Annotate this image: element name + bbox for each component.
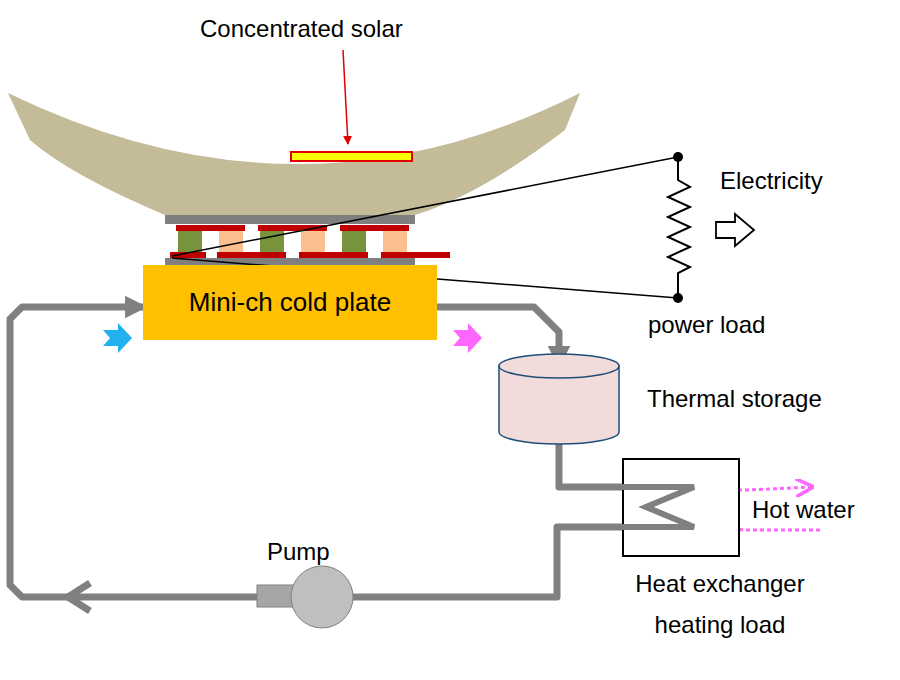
wire <box>172 157 678 256</box>
solar-dish <box>8 93 580 215</box>
pipe-connector <box>353 527 622 597</box>
storage-tank <box>497 352 621 447</box>
solar-receiver <box>291 152 412 161</box>
pipe-connector <box>10 307 257 597</box>
pipe-connector <box>559 440 622 487</box>
exchanger-box <box>622 458 742 558</box>
pump: Pump <box>245 538 375 630</box>
node-label: Heat exchanger heating load <box>610 564 830 646</box>
outlet-arrow <box>453 323 482 353</box>
resistor-symbol <box>668 157 690 298</box>
node-label: Mini-ch cold plate <box>189 287 391 318</box>
callout-label: Concentrated solar <box>200 16 403 42</box>
thermoelectric-module <box>165 215 450 267</box>
inlet-arrow <box>103 323 132 353</box>
thermal-storage: Thermal storage <box>497 352 867 447</box>
output-arrow <box>716 214 754 246</box>
node-label: Thermal storage <box>647 385 822 413</box>
output-label: Hot water <box>752 497 855 523</box>
output-label: Electricity <box>720 168 823 194</box>
node-label: Pump <box>267 538 330 566</box>
cold-plate-box: Mini-ch cold plate <box>143 265 437 340</box>
load-label: power load <box>648 312 765 338</box>
leader-line <box>343 50 348 144</box>
heat-exchanger: Heat exchanger heating load <box>610 458 838 648</box>
